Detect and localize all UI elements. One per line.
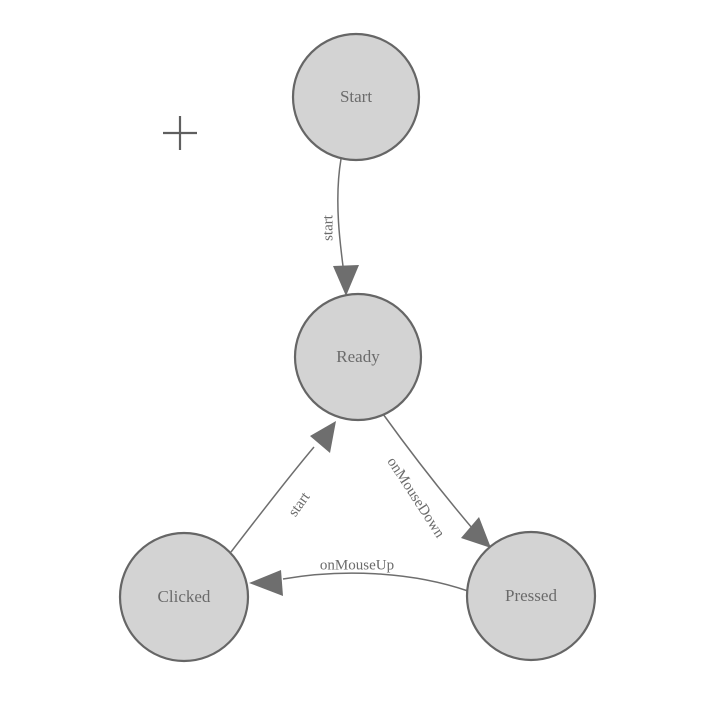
arrowhead-into-ready-top <box>333 265 359 296</box>
node-circle-clicked <box>118 531 250 663</box>
node-label-start: Start <box>340 87 372 106</box>
node-clicked[interactable]: Clicked <box>118 531 250 663</box>
node-label-ready: Ready <box>336 347 380 366</box>
arrowhead-into-clicked <box>249 570 283 596</box>
edge-path-ready-to-pressed <box>382 413 479 536</box>
edge-path-clicked-to-ready <box>230 446 315 553</box>
arrowhead-into-ready-bottom <box>310 421 336 453</box>
plus-marker[interactable] <box>163 116 197 150</box>
edge-path-start-to-ready <box>337 158 346 282</box>
edge-pressed-to-clicked[interactable]: onMouseUp <box>249 557 469 596</box>
edge-ready-to-pressed[interactable]: onMouseDown <box>382 413 491 548</box>
node-start[interactable]: Start <box>291 32 421 162</box>
node-circle-start <box>291 32 421 162</box>
edge-label-ready-to-pressed: onMouseDown <box>384 455 448 542</box>
node-label-clicked: Clicked <box>158 587 211 606</box>
edge-label-start-to-ready: start <box>320 214 336 241</box>
node-label-pressed: Pressed <box>505 586 557 605</box>
node-circle-pressed <box>465 530 597 662</box>
edge-clicked-to-ready[interactable]: start <box>230 421 336 553</box>
arrowhead-into-pressed <box>461 517 491 548</box>
edge-start-to-ready[interactable]: start <box>320 158 359 296</box>
edge-label-clicked-to-ready: start <box>286 489 314 520</box>
node-ready[interactable]: Ready <box>293 292 423 422</box>
edge-path-pressed-to-clicked <box>282 572 469 592</box>
node-pressed[interactable]: Pressed <box>465 530 597 662</box>
edge-label-pressed-to-clicked: onMouseUp <box>320 557 394 573</box>
node-circle-ready <box>293 292 423 422</box>
